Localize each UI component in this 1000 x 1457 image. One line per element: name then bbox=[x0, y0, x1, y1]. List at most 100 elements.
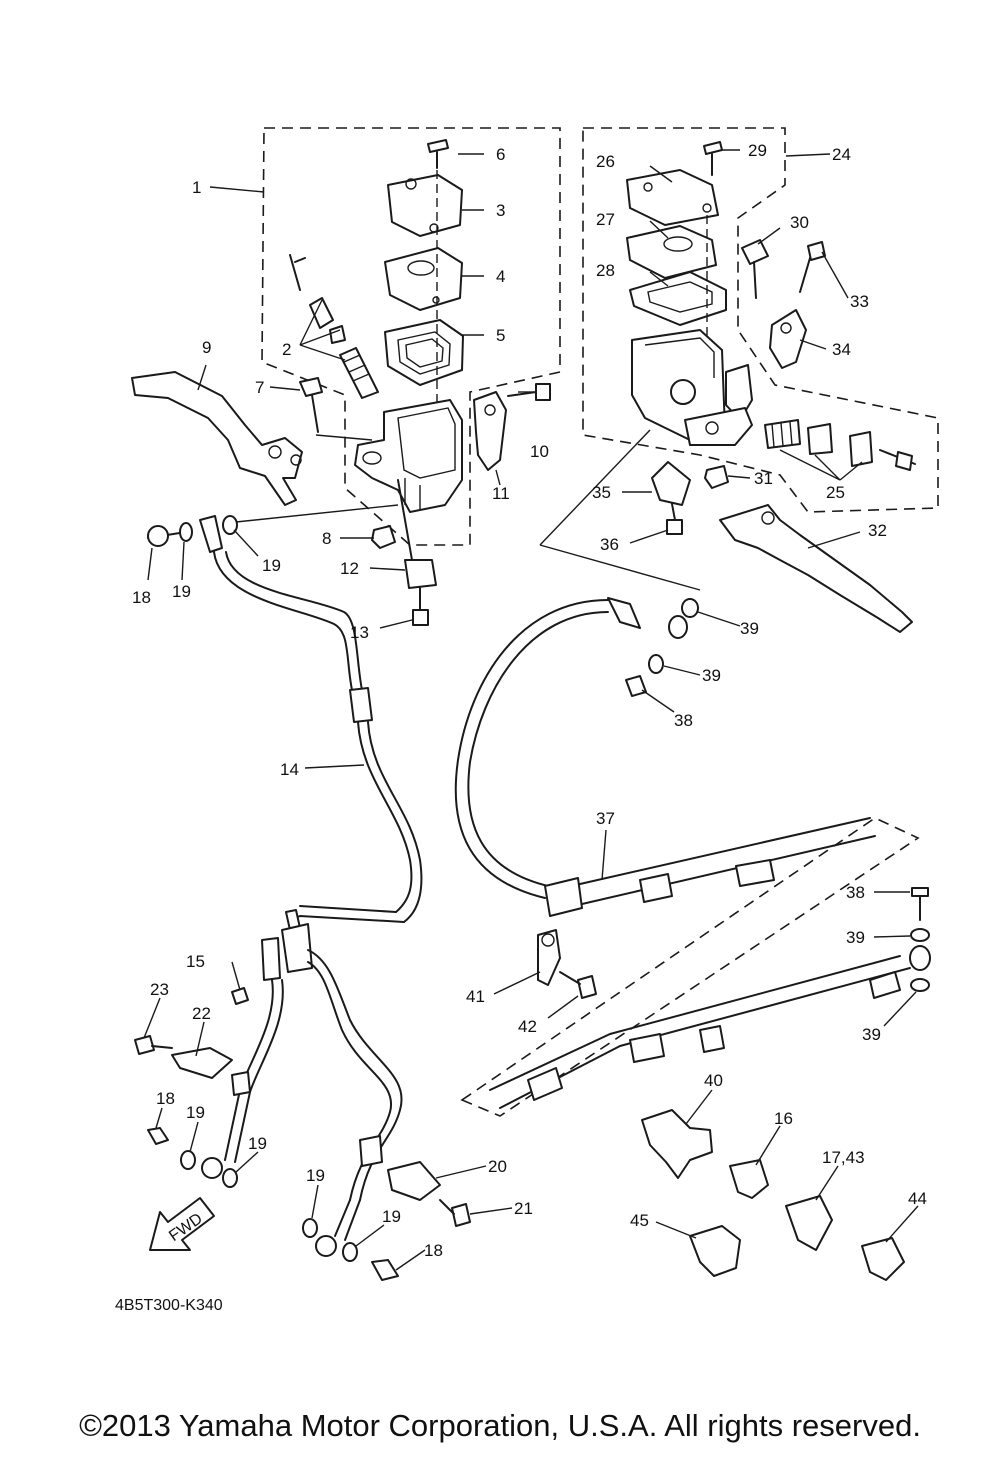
bracket-20 bbox=[387, 1161, 441, 1201]
callout-19e: 19 bbox=[306, 1166, 325, 1185]
screw-29 bbox=[703, 141, 723, 155]
screw-36 bbox=[666, 519, 683, 535]
diaphragm-5 bbox=[384, 319, 464, 386]
callout-34: 34 bbox=[832, 340, 851, 359]
callout-20: 20 bbox=[488, 1157, 507, 1176]
reservoir-cap-26 bbox=[626, 169, 719, 226]
callout-41: 41 bbox=[466, 987, 485, 1006]
callout-19d: 19 bbox=[248, 1134, 267, 1153]
callout-9: 9 bbox=[202, 338, 211, 357]
assembly-37-boundary bbox=[460, 817, 920, 1117]
callout-29: 29 bbox=[748, 141, 767, 160]
callout-36: 36 bbox=[600, 535, 619, 554]
callout-12: 12 bbox=[340, 559, 359, 578]
piston-kit-2 bbox=[289, 254, 379, 399]
bolt-42 bbox=[577, 975, 597, 999]
diaphragm-plate-27 bbox=[626, 225, 717, 279]
callout-5: 5 bbox=[496, 326, 505, 345]
callout-39c: 39 bbox=[846, 928, 865, 947]
callout-10: 10 bbox=[530, 442, 549, 461]
callout-3: 3 bbox=[496, 201, 505, 220]
callout-32: 32 bbox=[868, 521, 887, 540]
callout-39b: 39 bbox=[702, 666, 721, 685]
callout-44: 44 bbox=[908, 1189, 927, 1208]
clip-40 bbox=[641, 1109, 713, 1179]
callout-labels: 1 2 3 4 5 6 7 8 9 10 11 12 13 14 15 16 1… bbox=[115, 141, 927, 1314]
callout-6: 6 bbox=[496, 145, 505, 164]
assembly-1-boundary bbox=[261, 127, 561, 546]
callout-18a: 18 bbox=[132, 588, 151, 607]
leader-lines bbox=[143, 149, 919, 1271]
lower-left-fittings bbox=[134, 987, 471, 1281]
bolt-21 bbox=[451, 1203, 471, 1227]
callout-8: 8 bbox=[322, 529, 331, 548]
callout-21: 21 bbox=[514, 1199, 533, 1218]
union-bolt-18a bbox=[147, 525, 169, 547]
diaphragm-28 bbox=[629, 271, 727, 326]
callout-26: 26 bbox=[596, 152, 615, 171]
callout-25: 25 bbox=[826, 483, 845, 502]
clip-17-43 bbox=[785, 1195, 833, 1251]
union-bolt-38b bbox=[911, 887, 929, 897]
diaphragm-plate-4 bbox=[384, 247, 463, 311]
clip-16 bbox=[729, 1159, 769, 1199]
copyright-notice: ©2013 Yamaha Motor Corporation, U.S.A. A… bbox=[79, 1408, 921, 1443]
union-bolt-38a bbox=[625, 675, 647, 697]
callout-24: 24 bbox=[832, 145, 851, 164]
bolt-23 bbox=[134, 1035, 155, 1055]
fwd-arrow: FWD bbox=[149, 1197, 215, 1251]
screw-13 bbox=[412, 609, 429, 626]
callout-13: 13 bbox=[350, 623, 369, 642]
callout-38b: 38 bbox=[846, 883, 865, 902]
bolt-10 bbox=[535, 383, 551, 401]
callout-19a: 19 bbox=[262, 556, 281, 575]
callout-15: 15 bbox=[186, 952, 205, 971]
callout-16: 16 bbox=[774, 1109, 793, 1128]
piston-kit-25 bbox=[764, 419, 916, 471]
clutch-lever-32 bbox=[719, 504, 913, 633]
clamp-11 bbox=[473, 391, 507, 471]
hose-clips bbox=[641, 1109, 905, 1281]
callout-37: 37 bbox=[596, 809, 615, 828]
left-master-cylinder bbox=[289, 139, 551, 626]
callout-28: 28 bbox=[596, 261, 615, 280]
front-brake-hose bbox=[147, 515, 423, 1257]
clamp-34 bbox=[769, 309, 807, 369]
nut-31 bbox=[704, 465, 729, 489]
bracket-22 bbox=[171, 1047, 233, 1079]
pivot-bolt-7 bbox=[299, 377, 323, 397]
callout-40: 40 bbox=[704, 1071, 723, 1090]
callout-33: 33 bbox=[850, 292, 869, 311]
callout-38a: 38 bbox=[674, 711, 693, 730]
reservoir-cap-3 bbox=[387, 174, 463, 237]
assembly-24-boundary bbox=[582, 127, 939, 513]
callout-1: 1 bbox=[192, 178, 201, 197]
right-master-cylinder bbox=[626, 141, 916, 535]
callout-17-43: 17,43 bbox=[822, 1148, 865, 1167]
callout-19b: 19 bbox=[172, 582, 191, 601]
hose-joint bbox=[281, 923, 313, 973]
clutch-switch-35 bbox=[651, 461, 691, 506]
callout-19f: 19 bbox=[382, 1207, 401, 1226]
callout-4: 4 bbox=[496, 267, 505, 286]
callout-45: 45 bbox=[630, 1211, 649, 1230]
screw-6 bbox=[427, 139, 449, 153]
callout-2: 2 bbox=[282, 340, 291, 359]
pivot-bolt-30 bbox=[741, 239, 769, 265]
brake-switch-12 bbox=[404, 559, 437, 589]
clamp-41 bbox=[537, 929, 561, 986]
callout-23: 23 bbox=[150, 980, 169, 999]
callout-39d: 39 bbox=[862, 1025, 881, 1044]
master-cylinder-body bbox=[354, 399, 463, 513]
clip-44 bbox=[861, 1237, 905, 1281]
callout-39a: 39 bbox=[740, 619, 759, 638]
callout-31: 31 bbox=[754, 469, 773, 488]
clutch-hose-37 bbox=[454, 597, 931, 1109]
diagram-code: 4B5T300-K340 bbox=[115, 1297, 223, 1314]
callout-35: 35 bbox=[592, 483, 611, 502]
callout-14: 14 bbox=[280, 760, 299, 779]
union-bolt-18c bbox=[371, 1259, 399, 1281]
nut-8 bbox=[371, 525, 396, 549]
callout-19c: 19 bbox=[186, 1103, 205, 1122]
